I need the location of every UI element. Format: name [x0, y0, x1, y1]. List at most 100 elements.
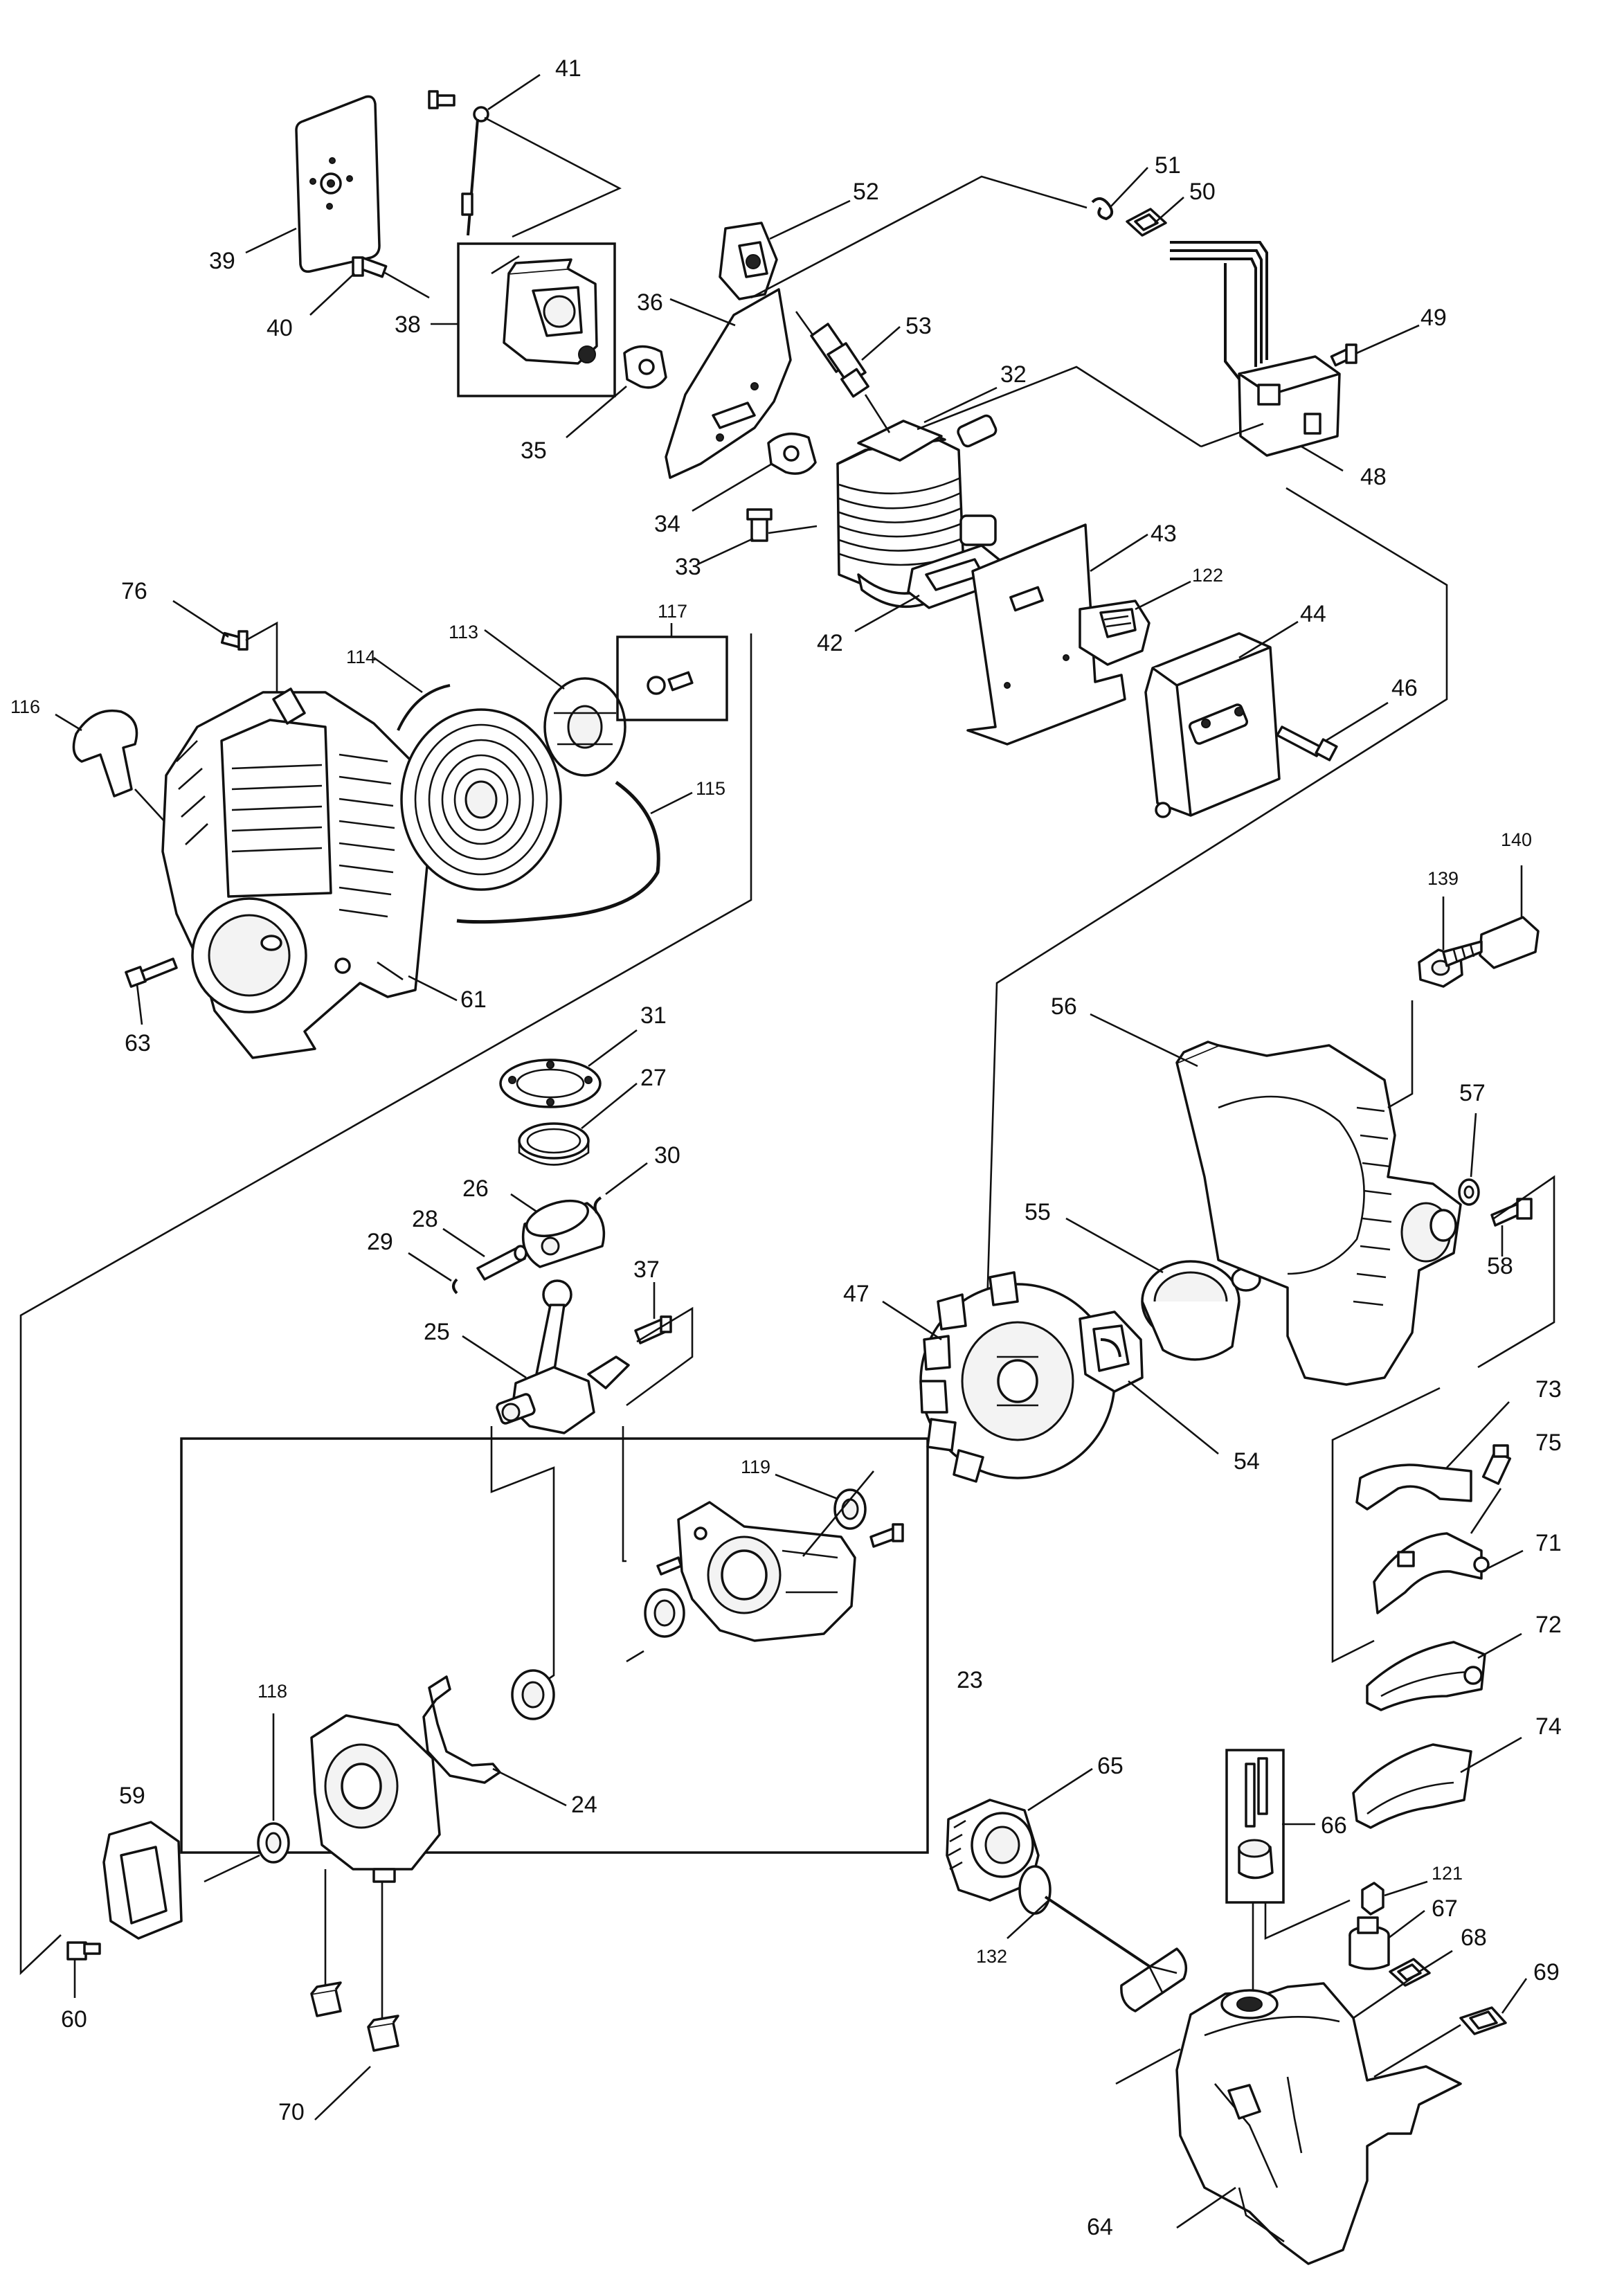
part-74-clamp — [1352, 1743, 1472, 1829]
part-bearing-left — [644, 1588, 685, 1638]
callout-35: 35 — [521, 438, 547, 464]
callout-27: 27 — [640, 1065, 667, 1091]
callout-75: 75 — [1535, 1430, 1562, 1456]
callout-117: 117 — [658, 601, 687, 622]
part-38-box — [457, 242, 616, 397]
part-41-choke-rod — [428, 90, 489, 236]
callout-29: 29 — [367, 1229, 393, 1255]
callout-64: 64 — [1087, 2214, 1113, 2240]
part-38-carburetor — [503, 258, 598, 365]
part-31-gasket — [499, 1059, 602, 1108]
part-25-crankshaft — [496, 1279, 630, 1434]
callout-34: 34 — [654, 511, 680, 537]
part-53-spark-plug — [810, 323, 869, 398]
callout-36: 36 — [637, 289, 663, 316]
callout-55: 55 — [1025, 1199, 1051, 1225]
callout-25: 25 — [424, 1319, 450, 1345]
part-69-gasket — [1459, 2006, 1507, 2035]
callout-63: 63 — [125, 1030, 151, 1056]
callout-68: 68 — [1461, 1925, 1487, 1951]
part-49-screw — [1330, 343, 1357, 367]
callout-49: 49 — [1420, 305, 1447, 331]
part-47-flywheel — [919, 1271, 1116, 1483]
part-24-gasket — [422, 1675, 501, 1784]
callout-30: 30 — [654, 1142, 680, 1169]
part-pin-small — [656, 1556, 683, 1576]
callout-76: 76 — [121, 578, 147, 604]
part-59-guard — [102, 1821, 183, 1940]
callout-52: 52 — [853, 179, 879, 205]
callout-51: 51 — [1155, 152, 1181, 179]
callout-31: 31 — [640, 1002, 667, 1029]
part-119-seal — [833, 1488, 867, 1530]
part-33-screw — [746, 508, 773, 542]
part-58-bolt — [1490, 1198, 1533, 1227]
part-57-washer — [1458, 1178, 1480, 1206]
callout-43: 43 — [1151, 521, 1177, 547]
part-114-spring — [397, 684, 562, 891]
callout-140: 140 — [1501, 829, 1532, 850]
part-66-tank-kit — [1238, 1757, 1274, 1880]
callout-116: 116 — [10, 696, 40, 717]
part-crankcase-screw — [869, 1523, 904, 1548]
part-46-screw — [1276, 726, 1338, 762]
callout-70: 70 — [278, 2099, 305, 2125]
callout-119: 119 — [741, 1457, 770, 1477]
part-32-cylinder — [836, 414, 998, 609]
callout-132: 132 — [976, 1946, 1007, 1967]
callout-74: 74 — [1535, 1713, 1562, 1740]
part-29-clip — [452, 1278, 458, 1295]
part-65-tank-cap — [946, 1799, 1040, 1902]
part-52-spark-cap — [719, 222, 778, 300]
part-28-pin — [476, 1245, 527, 1281]
part-72-clamp — [1366, 1641, 1486, 1711]
part-115-rope — [456, 780, 660, 924]
part-crankcase-half-left — [310, 1714, 441, 1883]
part-70-damper — [310, 1981, 399, 2052]
callout-118: 118 — [258, 1681, 287, 1702]
callout-115: 115 — [696, 778, 725, 799]
callout-44: 44 — [1300, 601, 1326, 627]
part-51-clip — [1091, 197, 1114, 221]
callout-32: 32 — [1000, 361, 1027, 388]
callout-28: 28 — [412, 1206, 438, 1232]
callout-50: 50 — [1189, 179, 1216, 205]
part-crankcase-half-right — [677, 1501, 856, 1642]
part-54-clutch — [1079, 1310, 1144, 1393]
callout-58: 58 — [1487, 1253, 1513, 1279]
callout-56: 56 — [1051, 993, 1077, 1020]
callout-54: 54 — [1234, 1448, 1260, 1475]
part-117-bolt — [647, 671, 694, 695]
callout-122: 122 — [1192, 565, 1223, 586]
part-40-screw — [352, 256, 388, 278]
part-140-bolt — [1442, 916, 1540, 969]
callout-72: 72 — [1535, 1612, 1562, 1638]
callout-46: 46 — [1391, 675, 1418, 701]
part-56-fan-housing — [1175, 1041, 1462, 1386]
part-113-pulley — [543, 677, 626, 777]
part-50-gasket — [1126, 208, 1167, 237]
part-44-muffler — [1144, 632, 1281, 818]
part-122-insulator — [1079, 600, 1151, 666]
part-116-handle — [72, 709, 138, 798]
part-76-screw — [220, 630, 249, 651]
callout-71: 71 — [1535, 1530, 1562, 1556]
part-39-filter-plate — [295, 95, 381, 273]
callout-73: 73 — [1535, 1376, 1562, 1403]
part-36-insulator-plate — [665, 288, 792, 479]
callout-38: 38 — [395, 312, 421, 338]
part-68-gasket — [1389, 1958, 1431, 1987]
callout-37: 37 — [633, 1256, 660, 1283]
callout-48: 48 — [1360, 464, 1387, 490]
callout-23: 23 — [957, 1667, 983, 1693]
callout-42: 42 — [817, 630, 843, 656]
part-61-starter-housing — [161, 687, 429, 1059]
callout-114: 114 — [346, 647, 376, 667]
callout-53: 53 — [905, 313, 932, 339]
callout-69: 69 — [1533, 1959, 1560, 1985]
part-63-screw — [125, 957, 178, 988]
part-118-seal — [257, 1822, 290, 1864]
part-60-screw — [66, 1941, 101, 1961]
callout-65: 65 — [1097, 1753, 1124, 1779]
